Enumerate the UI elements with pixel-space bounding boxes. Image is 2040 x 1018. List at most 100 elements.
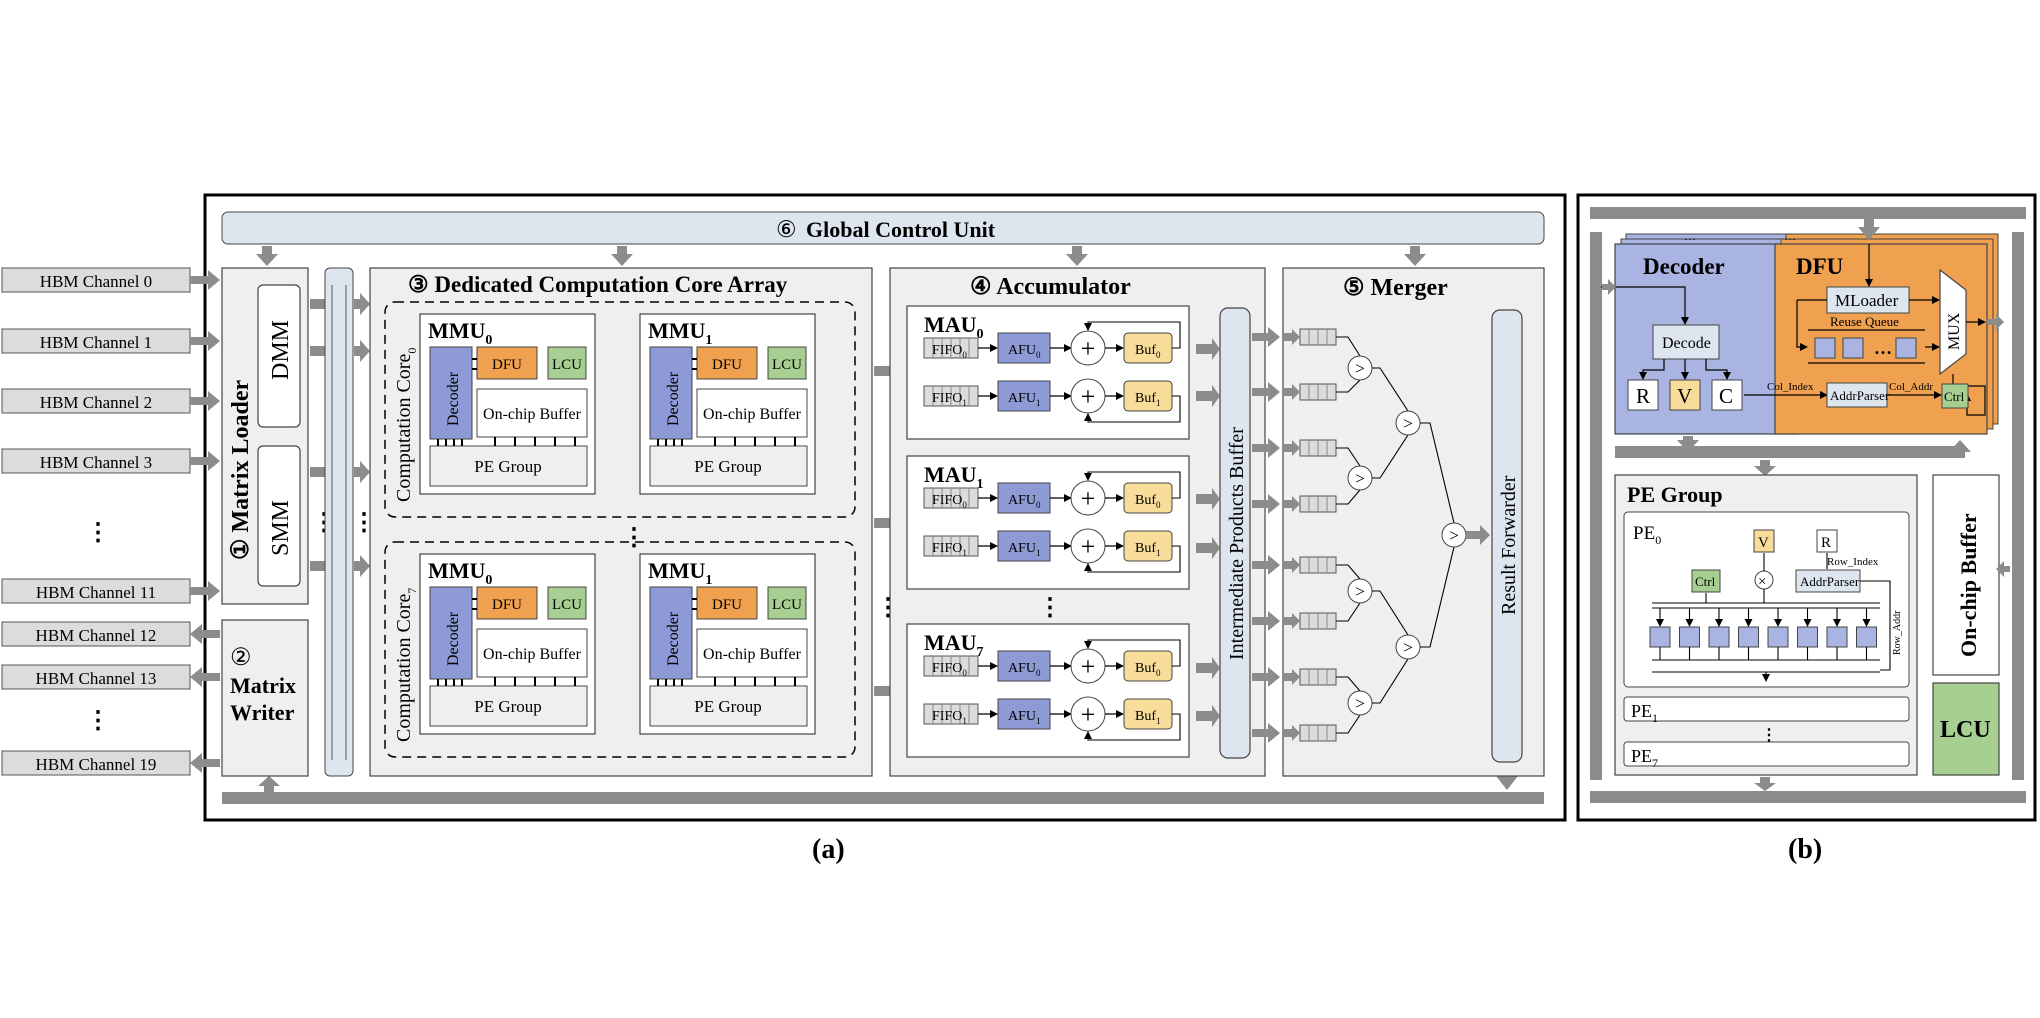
global-control-circle: ⑥ — [776, 217, 797, 242]
mau-box — [906, 455, 1190, 590]
queue-in-arrow — [1284, 496, 1300, 512]
hbm-channel-box — [1, 621, 191, 647]
hbm-out-arrow — [190, 667, 220, 687]
ipb-to-merger-arrow — [1252, 667, 1280, 687]
mloader-box — [1826, 286, 1910, 314]
pe-cell — [1856, 626, 1877, 648]
panel-b-bottom-bar — [1590, 791, 2026, 803]
reuse-queue-cell — [1895, 337, 1917, 359]
lcu-label: LCU — [552, 597, 582, 613]
onchip-buffer-label: On-chip Buffer — [703, 406, 802, 423]
caption-b: (b) — [1788, 834, 1822, 865]
lcu-block — [1932, 682, 2000, 776]
dmm-label: DMM — [268, 320, 294, 380]
hbm-vdots-1: ⋮ — [86, 520, 110, 546]
result-forwarder — [1491, 309, 1523, 763]
queue-in-arrow — [1284, 725, 1300, 741]
r-label: R — [1636, 384, 1650, 408]
afu-label: AFU1 — [1008, 541, 1041, 558]
lcu-label: LCU — [772, 357, 802, 373]
dfu-box — [696, 346, 758, 380]
decoder-label: Decoder — [445, 371, 462, 426]
mmu-label: MMU1 — [648, 558, 712, 588]
dfu-label: DFU — [712, 357, 742, 373]
queue-in-arrow — [1284, 669, 1300, 685]
dfu-stack-dots: … — [1784, 229, 1796, 243]
buf-label: Buf1 — [1135, 391, 1161, 408]
panel-b-middle-bar — [1615, 446, 1961, 458]
mau-label: MAU7 — [924, 630, 984, 660]
afu-label: AFU0 — [1008, 343, 1041, 360]
pe-group-box — [429, 445, 588, 487]
row-addr-label: Row_Addr — [1892, 610, 1903, 655]
adder-symbol: + — [1081, 382, 1096, 411]
panel-a-bottom-bar — [222, 792, 1544, 804]
lcu-box — [767, 586, 807, 620]
matrix-writer-box — [221, 619, 309, 777]
pe-group-label: PE Group — [474, 697, 542, 716]
buf-label: Buf0 — [1135, 661, 1161, 678]
forwarder-down-arrow — [1496, 768, 1518, 790]
core-array-title: ③ Dedicated Computation Core Array — [408, 272, 788, 297]
adder-symbol: + — [1081, 652, 1096, 681]
hbm-in-arrow — [190, 270, 220, 290]
reuse-queue-cell — [1814, 337, 1836, 359]
onchip-buffer-label: On-chip Buffer — [483, 646, 582, 663]
panel-b-top-bar — [1590, 207, 2026, 219]
lcu-block-label: LCU — [1940, 717, 1991, 743]
queue-in-arrow — [1284, 557, 1300, 573]
multiply-symbol: × — [1758, 574, 1766, 590]
matrix-loader-label: ① Matrix Loader — [228, 380, 254, 560]
matrix-writer-line1: Matrix — [230, 673, 296, 698]
mmu-label: MMU0 — [428, 318, 492, 348]
mmu-label: MMU1 — [648, 318, 712, 348]
control-down-arrows — [256, 246, 1426, 266]
afu-box — [997, 650, 1051, 682]
ctrl-box-dfu — [1941, 383, 1969, 409]
onchip-buffer-box — [476, 628, 588, 678]
onchip-buffer-label: On-chip Buffer — [483, 406, 582, 423]
comparator-symbol: > — [1403, 414, 1413, 433]
panel-b-right-bar — [2012, 232, 2024, 780]
mloader-label: MLoader — [1835, 291, 1899, 310]
fifo-label: FIFO1 — [932, 709, 967, 726]
mau-label: MAU0 — [924, 312, 984, 342]
afu-box — [997, 482, 1051, 514]
computation-core-label: Computation Core0 — [393, 348, 419, 502]
mux-shape — [1939, 268, 1967, 376]
adder-symbol: + — [1081, 484, 1096, 513]
afu-label: AFU0 — [1008, 493, 1041, 510]
afu-label: AFU1 — [1008, 391, 1041, 408]
pe1-box — [1623, 696, 1910, 722]
pe-group-box — [649, 685, 808, 727]
v-box — [1669, 379, 1701, 411]
dfu-block-title: DFU — [1796, 254, 1844, 279]
pe-cell — [1826, 626, 1848, 648]
mau-label: MAU1 — [924, 462, 984, 492]
pe0-r-label: R — [1821, 535, 1831, 551]
col-index-label: Col_Index — [1767, 381, 1814, 393]
lcu-label: LCU — [552, 357, 582, 373]
fifo-label: FIFO0 — [932, 493, 967, 510]
fifo-label: FIFO0 — [932, 661, 967, 678]
mau-box — [906, 623, 1190, 758]
reuse-queue-label: Reuse Queue — [1830, 314, 1899, 329]
pe7-label: PE7 — [1631, 746, 1658, 770]
c-box — [1711, 379, 1743, 411]
dfu-label: DFU — [492, 597, 522, 613]
comparator-symbol: > — [1355, 469, 1365, 488]
queue-in-arrow — [1284, 613, 1300, 629]
hbm-in-arrow — [190, 581, 220, 601]
mau-vdots: ⋮ — [1038, 595, 1062, 621]
reuse-queue-cell — [1842, 337, 1864, 359]
dmm-box — [257, 284, 301, 428]
adder-symbol: + — [1081, 700, 1096, 729]
queue-in-arrow — [1284, 384, 1300, 400]
c-label: C — [1719, 384, 1733, 408]
merger-to-forwarder-arrow — [1466, 525, 1490, 545]
global-control-label: Global Control Unit — [806, 217, 996, 242]
lcu-box — [547, 586, 587, 620]
pe1-label: PE1 — [1631, 701, 1658, 725]
